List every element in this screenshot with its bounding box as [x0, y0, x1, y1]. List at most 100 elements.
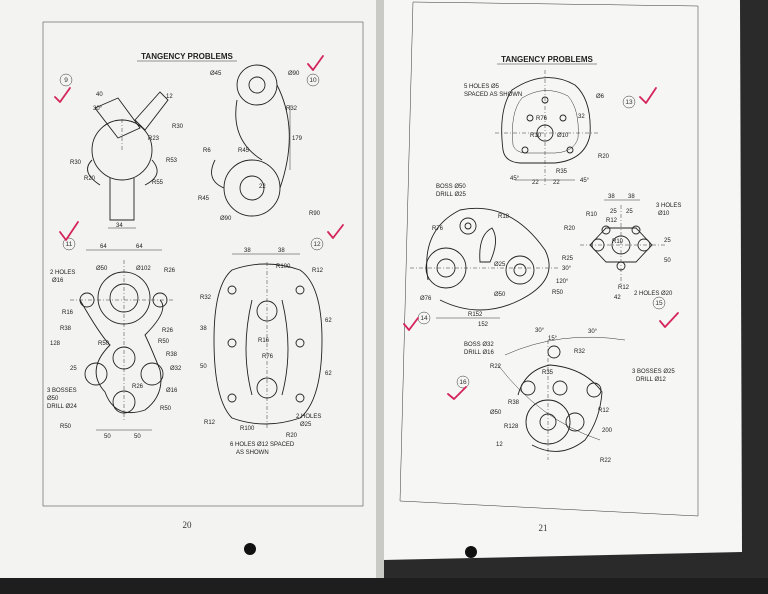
p10-dim-r6: R6: [203, 148, 211, 154]
check-mark-10: [307, 55, 324, 71]
problem-number-9: 9: [64, 77, 68, 84]
right-page-number: 21: [539, 523, 548, 533]
p14-dim-r50: R50: [552, 290, 564, 296]
p9-dim-r30-top: R30: [172, 124, 184, 130]
p13-dim-r20: R20: [598, 154, 610, 160]
p11-dim-r26-top: R26: [164, 268, 176, 274]
left-page: [0, 0, 378, 585]
p11-dim-dia50: Ø50: [96, 266, 108, 272]
p13-dim-32: 32: [578, 114, 585, 120]
p13-dim-dia10: Ø10: [557, 133, 569, 139]
p15-dim-42: 42: [614, 295, 621, 301]
p9-dim-40: 40: [96, 92, 103, 98]
p11-dim-r38: R38: [60, 326, 72, 332]
p16-dim-dia50: Ø50: [490, 410, 502, 416]
p16-dim-r12: R12: [598, 408, 610, 414]
p9-dim-r53: R53: [166, 158, 178, 164]
problem-number-14: 14: [420, 315, 428, 322]
right-page: [383, 0, 742, 560]
p12-dim-r76: R76: [262, 354, 274, 360]
p12-dim-38-left: 38: [244, 248, 251, 254]
p15-dim-50: 50: [664, 258, 671, 264]
p15-dim-r12: R12: [618, 285, 630, 291]
problem-11-drawing: 11 64 64 Ø50 Ø102 R26 2 HOLES Ø16 R16 R3…: [47, 237, 182, 440]
p11-dim-r26-low: R26: [132, 384, 144, 390]
problem-14-drawing: 14 BOSS Ø50 DRILL Ø25 R18 R76 R25 Ø25 30…: [410, 184, 574, 328]
p12-dim-dia25: Ø25: [300, 422, 312, 428]
p15-dim-dia10: Ø10: [658, 211, 670, 217]
problem-13-drawing: 13 5 HOLES Ø5 SPACED AS SHOWN Ø6 R76 32 …: [464, 70, 636, 186]
p14-dim-dia50: Ø50: [494, 292, 506, 298]
p15-note-2holes: 2 HOLES Ø20: [634, 291, 673, 297]
p11-dim-3bosses: 3 BOSSES: [47, 388, 77, 394]
p13-dim-r35: R35: [556, 169, 568, 175]
p12-note-as-shown: AS SHOWN: [236, 450, 269, 456]
p14-dim-r152: R152: [468, 312, 483, 318]
check-mark-11: [59, 221, 79, 241]
p14-dim-boss50: BOSS Ø50: [436, 184, 466, 190]
right-page-heading: TANGENCY PROBLEMS: [501, 55, 593, 64]
p16-dim-15deg: 15°: [548, 336, 558, 342]
p14-dim-dia25: Ø25: [494, 262, 506, 268]
left-page-border: [42, 21, 364, 507]
p12-dim-50: 50: [200, 364, 207, 370]
p9-dim-r30-left: R30: [70, 160, 82, 166]
p16-dim-r22-bottom: R22: [600, 458, 612, 464]
spine: [376, 0, 384, 585]
p15-dim-38-left: 38: [608, 194, 615, 200]
p12-dim-38-vert: 38: [200, 326, 207, 332]
p16-dim-drill12: DRILL Ø12: [636, 377, 666, 383]
p12-dim-2holes: 2 HOLES: [296, 414, 321, 420]
right-page-border: [399, 1, 699, 517]
p12-dim-r100-top: R100: [276, 264, 291, 270]
p14-dim-r25: R25: [562, 256, 574, 262]
left-page-heading: TANGENCY PROBLEMS: [141, 52, 233, 61]
p11-dim-dia16-b: Ø16: [166, 388, 178, 394]
p16-dim-30deg-left: 30°: [535, 328, 545, 334]
p11-dim-50-left: 50: [104, 434, 111, 440]
p16-dim-drill16: DRILL Ø16: [464, 350, 494, 356]
p14-dim-dia76: Ø76: [420, 296, 432, 302]
binder-hole-left: [244, 543, 256, 555]
p12-dim-r100-bottom: R100: [240, 426, 255, 432]
p14-dim-drill25: DRILL Ø25: [436, 192, 466, 198]
p14-dim-r76: R76: [432, 226, 444, 232]
check-mark-15: [659, 312, 679, 328]
check-mark-9: [54, 87, 71, 103]
p10-dim-179: 179: [292, 136, 303, 142]
p11-dim-r50-a: R50: [98, 341, 110, 347]
p12-dim-r12-bottom: R12: [204, 420, 216, 426]
p13-dim-r76: R76: [536, 116, 548, 122]
p11-dim-r50-c: R50: [160, 406, 172, 412]
problem-12-drawing: 12 38 38 R100 R12 R32 38 R16 62 R76 50 6…: [200, 237, 332, 456]
check-mark-13: [639, 87, 657, 104]
p11-dim-dia32: Ø32: [170, 366, 182, 372]
p9-dim-r20: R20: [84, 176, 96, 182]
p15-dim-r12-top: R12: [606, 218, 618, 224]
binder-hole-right: [465, 546, 477, 558]
p16-dim-200: 200: [602, 428, 613, 434]
p15-dim-r20: R20: [564, 226, 576, 232]
p14-dim-30deg: 30°: [562, 266, 572, 272]
p16-dim-r38: R38: [508, 400, 520, 406]
p11-dim-25: 25: [70, 366, 77, 372]
problem-number-15: 15: [655, 300, 663, 307]
p11-dim-128: 128: [50, 341, 61, 347]
p12-note-6holes: 6 HOLES Ø12 SPACED: [230, 442, 295, 448]
p10-dim-r45-lower: R45: [198, 196, 210, 202]
p11-dim-drill24: DRILL Ø24: [47, 404, 77, 410]
p10-dim-r32: R32: [286, 106, 298, 112]
p16-dim-r35: R35: [542, 370, 554, 376]
p10-dim-dia90: Ø90: [288, 71, 300, 77]
p10-dim-dia45: Ø45: [210, 71, 222, 77]
problem-number-12: 12: [313, 241, 321, 248]
problem-16-drawing: 16 30° 30° 15° BOSS Ø32 DRILL Ø16 R32 R2…: [456, 328, 675, 464]
p10-dim-dia90-lower: Ø90: [220, 216, 232, 222]
p15-dim-r10-top: R10: [586, 212, 598, 218]
p11-dim-64-right: 64: [136, 244, 143, 250]
p11-dim-2holes: 2 HOLES: [50, 270, 75, 276]
p9-dim-12: 12: [166, 94, 173, 100]
p16-dim-boss32: BOSS Ø32: [464, 342, 494, 348]
